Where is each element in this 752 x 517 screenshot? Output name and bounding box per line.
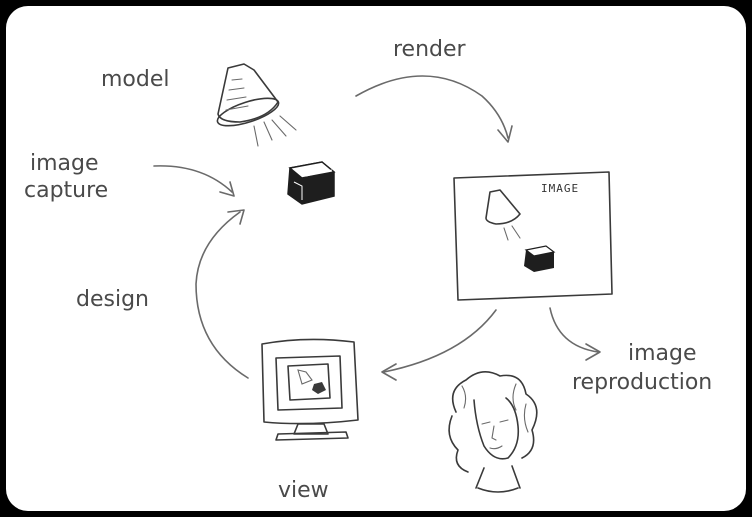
arrow-image-reproduction	[549, 307, 601, 361]
diagram-panel: model render image capture design view i…	[6, 6, 746, 511]
label-view: view	[278, 478, 329, 503]
label-design: design	[76, 287, 149, 312]
label-model: model	[101, 67, 170, 92]
arrow-design	[195, 209, 249, 379]
picture-frame-icon: IMAGE	[453, 171, 613, 301]
diagram-canvas: model render image capture design view i…	[24, 37, 712, 503]
arrow-render	[355, 75, 513, 143]
person-face-icon	[448, 371, 538, 493]
arrow-image-to-view	[381, 309, 497, 381]
label-render: render	[393, 37, 467, 62]
monitor-icon	[261, 338, 359, 441]
arrow-image-capture	[153, 165, 235, 197]
cube-object-icon	[287, 161, 336, 205]
label-image-reproduction-line1: image	[628, 341, 697, 366]
label-image-capture-line1: image	[30, 151, 99, 176]
spotlight-lamp-icon	[216, 63, 297, 147]
label-image-reproduction-line2: reproduction	[572, 370, 712, 395]
label-image-capture-line2: capture	[24, 178, 108, 203]
label-image-frame: IMAGE	[541, 182, 579, 195]
